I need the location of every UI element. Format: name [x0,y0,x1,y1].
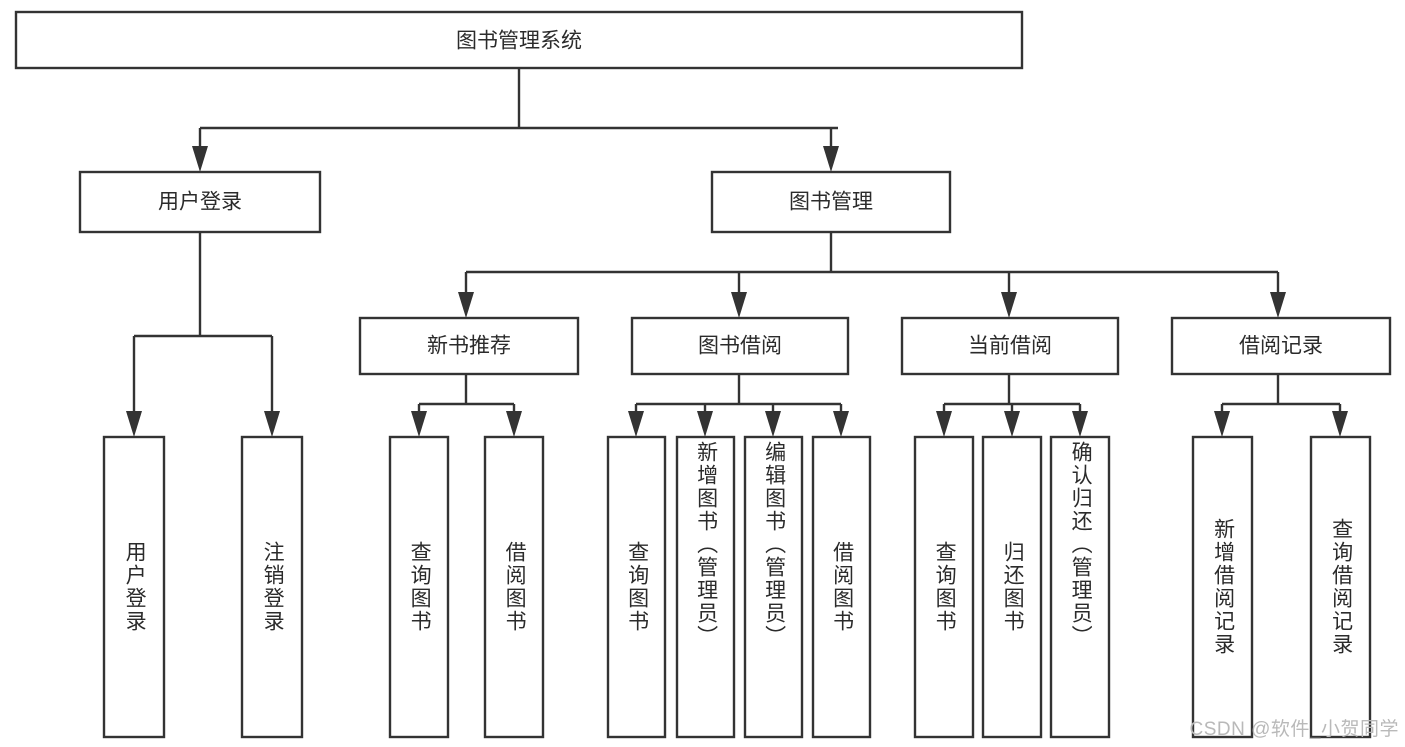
node-leaf-query-book-3-box[interactable] [913,435,975,739]
node-leaf-add-record-text-area: 新增借阅记录 [1211,518,1235,656]
node-current-borrow[interactable]: 当前借阅 [900,316,1120,376]
node-new-book-recommend-box[interactable] [358,316,580,376]
arrow-head-icon [833,411,849,437]
node-leaf-add-book[interactable]: 新增图书（管理员） [675,435,736,739]
node-leaf-borrow-book-2[interactable]: 借阅图书 [811,435,872,739]
node-book-borrow[interactable]: 图书借阅 [630,316,850,376]
node-leaf-query-book-3[interactable]: 查询图书 [913,435,975,739]
node-book-manage-label: 图书管理 [789,191,873,214]
arrow-head-icon [731,292,747,318]
node-leaf-edit-book-text-area: 编辑图书（管理员） [762,441,786,648]
node-root-label: 图书管理系统 [456,30,582,53]
node-leaf-user-login-text-area: 用户登录 [123,541,147,633]
node-leaf-add-book-text-area: 新增图书（管理员） [694,441,718,648]
node-root[interactable]: 图书管理系统 [14,10,1024,70]
node-current-borrow-label: 当前借阅 [968,335,1052,358]
connector-group-user-login [126,232,280,437]
node-leaf-add-record[interactable]: 新增借阅记录 [1191,435,1254,739]
node-leaf-return-book-label: 归还图书 [1001,541,1025,633]
node-leaf-query-record-label: 查询借阅记录 [1329,518,1353,656]
arrow-head-icon [823,146,839,172]
node-leaf-borrow-book-2-box[interactable] [811,435,872,739]
node-leaf-add-record-box[interactable] [1191,435,1254,739]
node-leaf-add-book-label: 新增图书（管理员） [694,441,718,648]
node-leaf-query-record-box[interactable] [1309,435,1372,739]
node-leaf-query-book-2[interactable]: 查询图书 [606,435,667,739]
node-new-book-recommend-label: 新书推荐 [427,335,511,358]
arrow-head-icon [628,411,644,437]
node-leaf-query-book-2-box[interactable] [606,435,667,739]
node-leaf-query-book-3-text-area: 查询图书 [933,541,957,633]
arrow-head-icon [458,292,474,318]
arrow-head-icon [936,411,952,437]
node-leaf-borrow-book-2-label: 借阅图书 [830,541,854,633]
node-book-manage[interactable]: 图书管理 [710,170,952,234]
arrow-head-icon [1072,411,1088,437]
arrow-head-icon [1270,292,1286,318]
node-book-borrow-label: 图书借阅 [698,335,782,358]
arrow-head-icon [411,411,427,437]
node-leaf-edit-book[interactable]: 编辑图书（管理员） [743,435,804,739]
node-root-box[interactable] [14,10,1024,70]
connector-group-new-book-recommend [411,374,522,437]
arrow-head-icon [506,411,522,437]
node-leaf-edit-book-box[interactable] [743,435,804,739]
node-leaf-query-book-1-box[interactable] [388,435,450,739]
node-leaf-query-book-1-text-area: 查询图书 [408,541,432,633]
node-leaf-confirm-return-text-area: 确认归还（管理员） [1069,441,1093,648]
node-leaf-return-book-text-area: 归还图书 [1001,541,1025,633]
node-leaf-query-book-2-text-area: 查询图书 [625,541,649,633]
arrow-head-icon [1214,411,1230,437]
node-leaf-borrow-book-1[interactable]: 借阅图书 [483,435,545,739]
node-leaf-add-record-label: 新增借阅记录 [1211,518,1235,656]
node-leaf-borrow-book-1-label: 借阅图书 [503,541,527,633]
node-leaf-borrow-book-1-box[interactable] [483,435,545,739]
arrow-head-icon [697,411,713,437]
node-borrow-record-label: 借阅记录 [1239,335,1323,358]
arrow-head-icon [765,411,781,437]
arrow-head-icon [1001,292,1017,318]
node-leaf-user-login-box[interactable] [102,435,166,739]
connector-group-current-borrow [936,374,1088,437]
node-leaf-query-book-3-label: 查询图书 [933,541,957,633]
arrow-head-icon [126,411,142,437]
connector-group-book-borrow [628,374,849,437]
node-leaf-logout-box[interactable] [240,435,304,739]
node-borrow-record-box[interactable] [1170,316,1392,376]
node-leaf-query-record-text-area: 查询借阅记录 [1329,518,1353,656]
arrow-head-icon [1004,411,1020,437]
arrow-head-icon [1332,411,1348,437]
node-leaf-return-book[interactable]: 归还图书 [981,435,1043,739]
node-leaf-query-book-1-label: 查询图书 [408,541,432,633]
arrow-head-icon [192,146,208,172]
node-book-manage-box[interactable] [710,170,952,234]
node-leaf-logout[interactable]: 注销登录 [240,435,304,739]
node-user-login[interactable]: 用户登录 [78,170,322,234]
node-leaf-logout-text-area: 注销登录 [261,541,285,633]
node-leaf-confirm-return-label: 确认归还（管理员） [1069,441,1093,648]
connector-group-root [192,68,839,172]
node-user-login-label: 用户登录 [158,191,242,214]
connector-group-borrow-record [1214,374,1348,437]
node-leaf-query-book-1[interactable]: 查询图书 [388,435,450,739]
node-user-login-box[interactable] [78,170,322,234]
node-leaf-query-book-2-label: 查询图书 [625,541,649,633]
node-leaf-confirm-return[interactable]: 确认归还（管理员） [1049,435,1111,739]
node-leaf-borrow-book-2-text-area: 借阅图书 [830,541,854,633]
arrow-head-icon [264,411,280,437]
node-new-book-recommend[interactable]: 新书推荐 [358,316,580,376]
node-leaf-logout-label: 注销登录 [261,541,285,633]
node-leaf-return-book-box[interactable] [981,435,1043,739]
node-leaf-user-login[interactable]: 用户登录 [102,435,166,739]
connector-group-book-manage [458,232,1286,318]
node-leaf-borrow-book-1-text-area: 借阅图书 [503,541,527,633]
node-borrow-record[interactable]: 借阅记录 [1170,316,1392,376]
node-leaf-confirm-return-box[interactable] [1049,435,1111,739]
node-leaf-query-record[interactable]: 查询借阅记录 [1309,435,1372,739]
node-book-borrow-box[interactable] [630,316,850,376]
node-leaf-add-book-box[interactable] [675,435,736,739]
node-current-borrow-box[interactable] [900,316,1120,376]
node-leaf-user-login-label: 用户登录 [123,541,147,633]
node-leaf-edit-book-label: 编辑图书（管理员） [762,441,786,648]
